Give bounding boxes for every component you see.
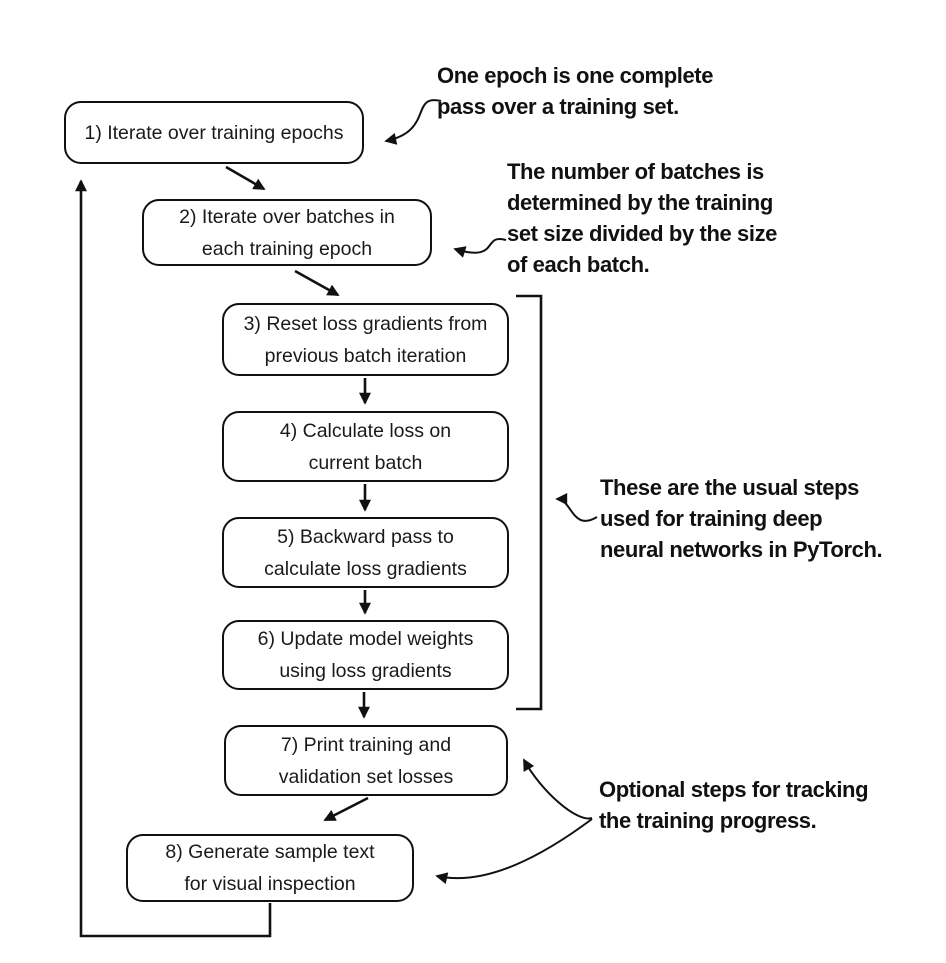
flow-step-3-label: 3) Reset loss gradients from previous ba…	[243, 312, 488, 367]
loop-back-arrow	[75, 179, 272, 938]
flow-step-5-label: 5) Backward pass to calculate loss gradi…	[264, 525, 467, 580]
flow-step-4-box: 4) Calculate loss on current batch	[222, 411, 509, 482]
flow-step-1-box: 1) Iterate over training epochs	[64, 101, 364, 164]
annotation-arrow-optional-step7	[523, 758, 593, 820]
flow-step-4-label: 4) Calculate loss on current batch	[279, 419, 452, 474]
arrow-step1-to-step2	[225, 165, 266, 191]
arrow-step7-to-step8	[323, 796, 369, 822]
annotation-epoch-definition: One epoch is one complete pass over a tr…	[437, 63, 714, 119]
flow-step-7-label: 7) Print training and validation set los…	[278, 733, 454, 788]
annotation-arrow-usual-steps	[555, 493, 598, 522]
flow-step-2-box: 2) Iterate over batches in each training…	[142, 199, 432, 266]
arrow-step2-to-step3	[294, 269, 340, 297]
annotation-arrow-batches	[453, 237, 507, 258]
flow-step-6-box: 6) Update model weights using loss gradi…	[222, 620, 509, 690]
annotation-arrow-optional-step8	[435, 818, 593, 885]
flow-step-1-label: 1) Iterate over training epochs	[84, 121, 344, 144]
annotation-optional-steps: Optional steps for tracking the training…	[599, 777, 869, 833]
annotation-batch-count: The number of batches is determined by t…	[507, 159, 778, 277]
annotation-usual-steps: These are the usual steps used for train…	[600, 475, 883, 562]
flow-step-8-label: 8) Generate sample text for visual inspe…	[165, 841, 375, 895]
annotation-arrow-epoch	[384, 99, 442, 145]
flow-step-8-box: 8) Generate sample text for visual inspe…	[126, 834, 414, 902]
flow-step-5-box: 5) Backward pass to calculate loss gradi…	[222, 517, 509, 588]
flow-step-7-box: 7) Print training and validation set los…	[224, 725, 508, 796]
steps-3-6-bracket	[516, 294, 543, 711]
flow-step-2-label: 2) Iterate over batches in each training…	[179, 205, 395, 260]
flow-step-6-label: 6) Update model weights using loss gradi…	[257, 628, 474, 682]
flow-step-3-box: 3) Reset loss gradients from previous ba…	[222, 303, 509, 376]
